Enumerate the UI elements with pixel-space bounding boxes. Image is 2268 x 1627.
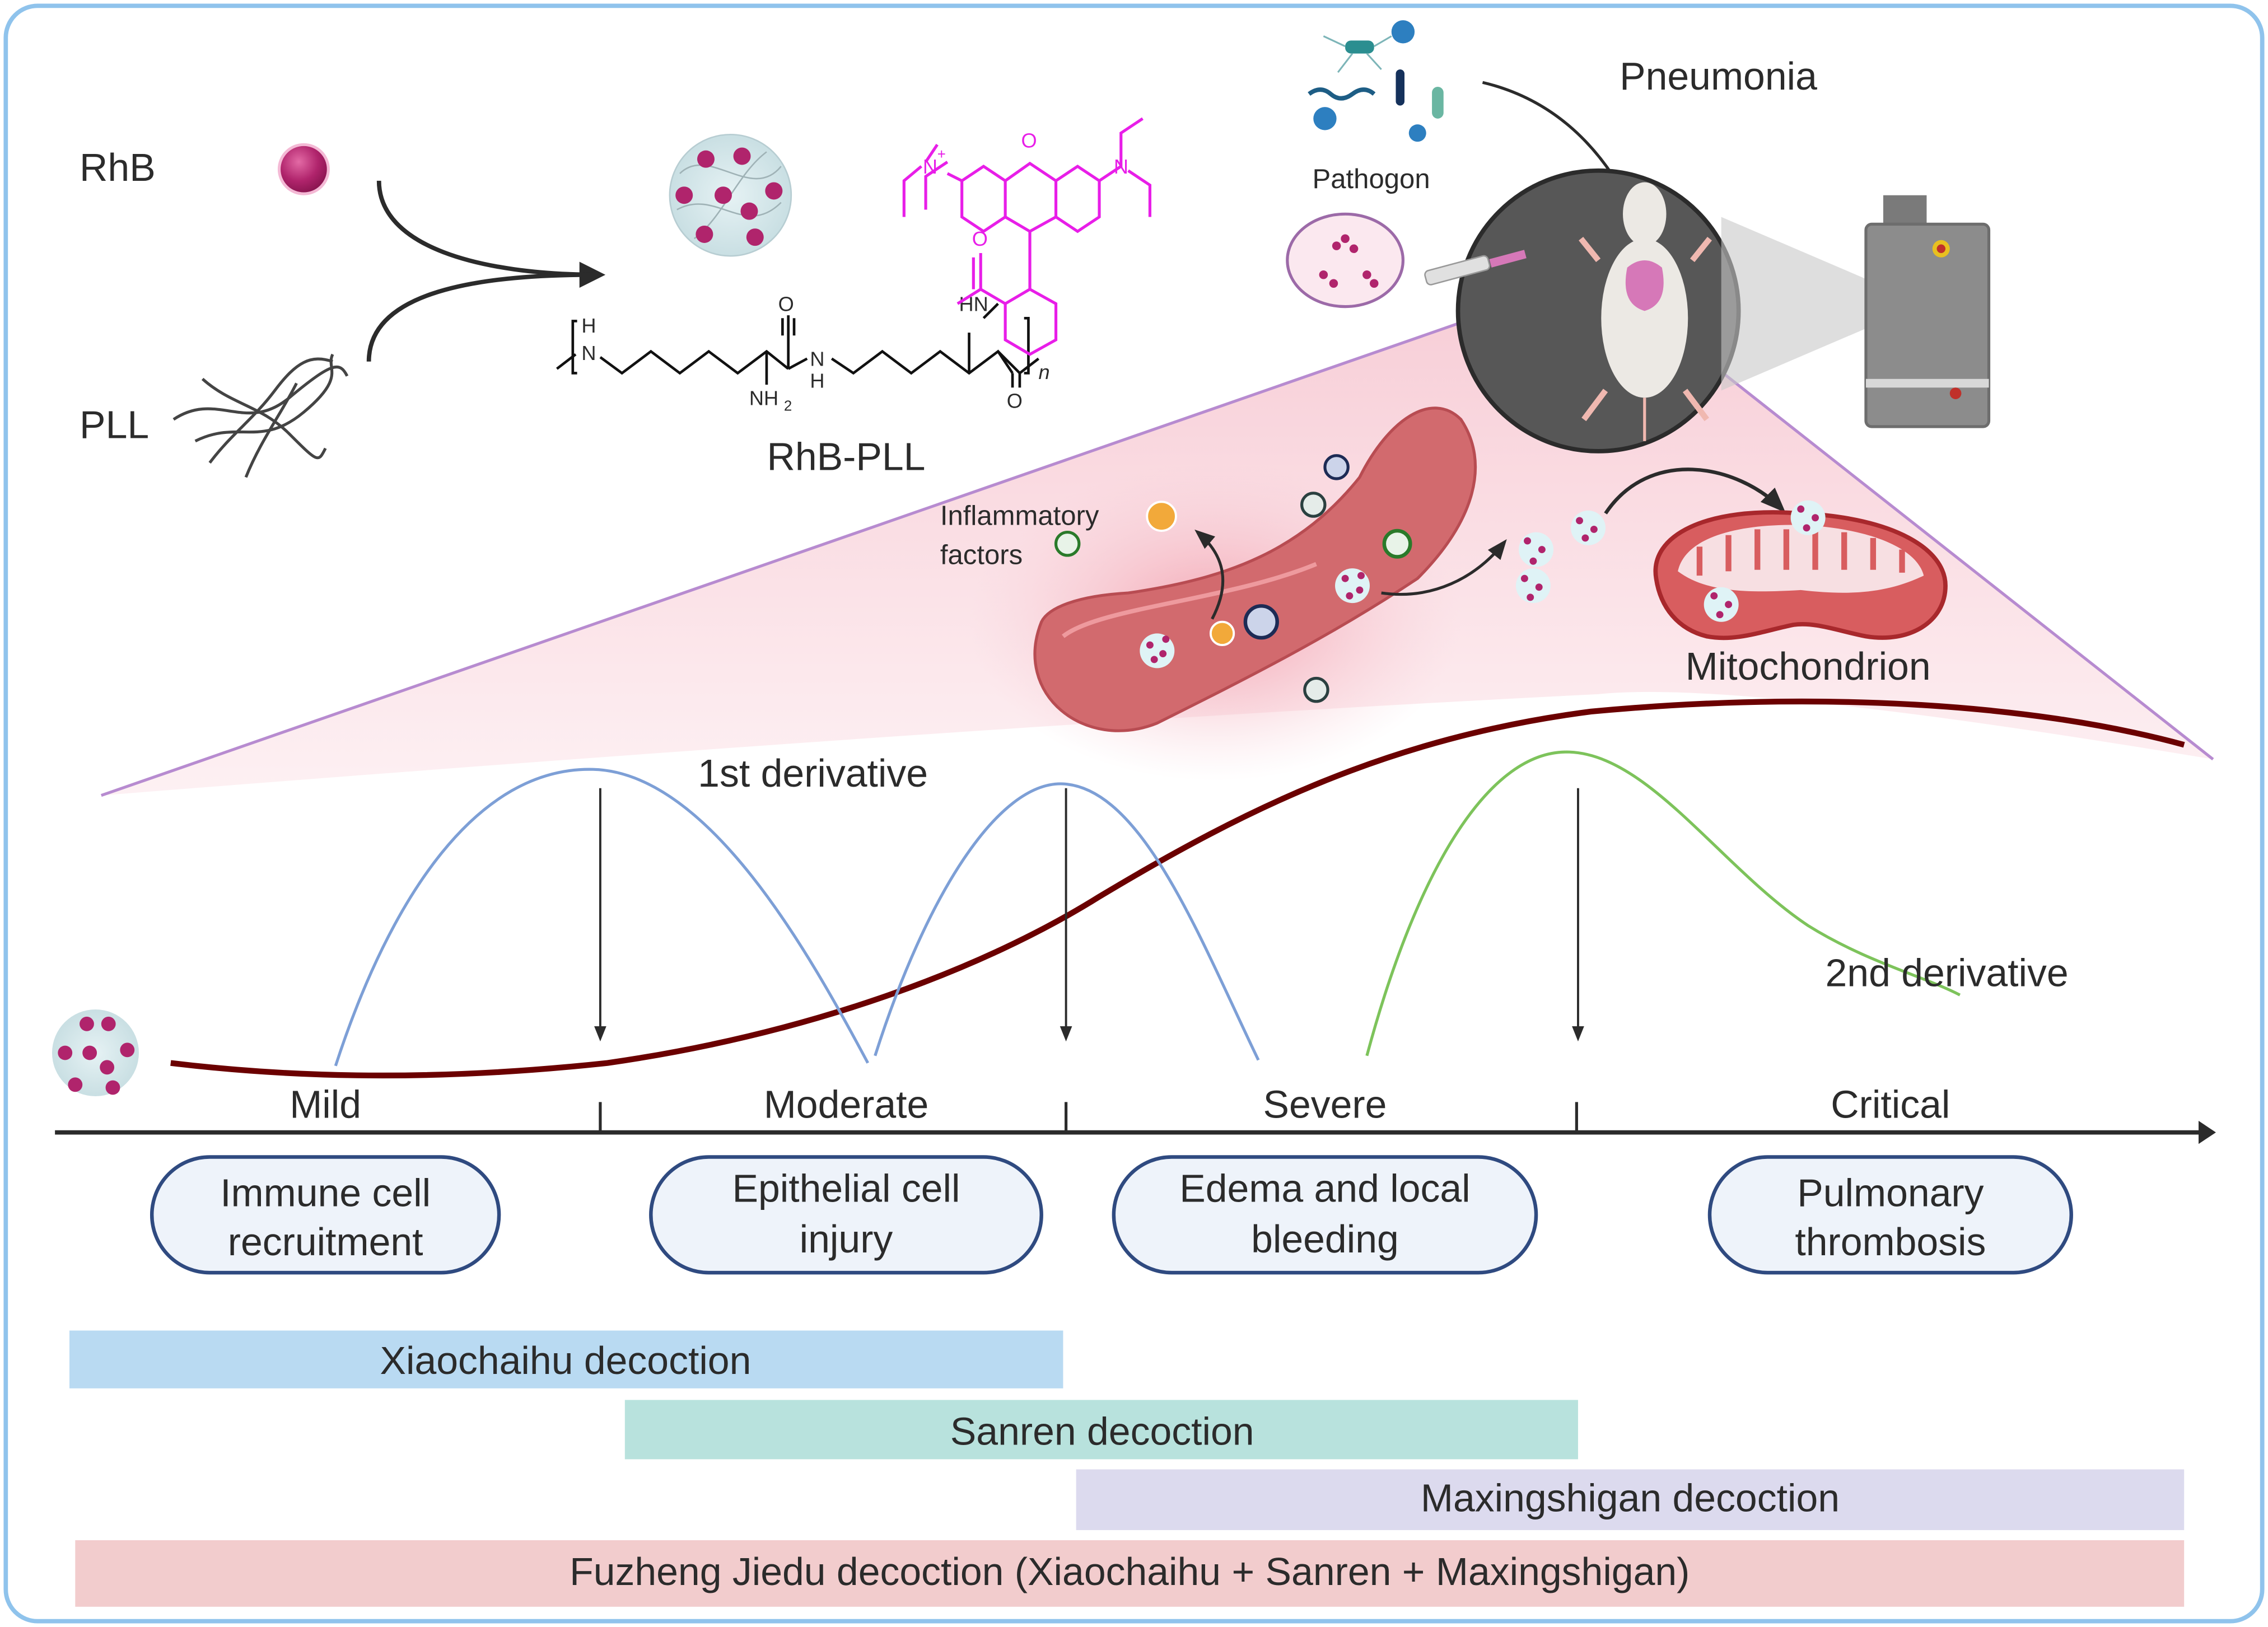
svg-text:Xiaochaihu decoction: Xiaochaihu decoction: [380, 1339, 751, 1382]
mouse-icon: [1579, 182, 1712, 441]
rhodamine-structure: [902, 117, 1151, 356]
inflammatory-label-line2: factors: [940, 540, 1023, 570]
mitochondrion-icon: [1653, 500, 1948, 640]
probe-in-vessel: [1140, 568, 1370, 668]
rhodamine-labels: N + O N O: [923, 129, 1128, 250]
immune-cell-icon: [1300, 492, 1327, 518]
event-box-pulmonary-thrombosis: Pulmonary thrombosis: [1707, 1155, 2073, 1275]
immune-cell-icon: [1243, 604, 1279, 640]
mouse-model: Pathogon Pneumonia: [1286, 20, 1991, 453]
synthesis-section: RhB PLL: [80, 117, 1151, 479]
svg-text:Pulmonary: Pulmonary: [1797, 1171, 1984, 1214]
immune-cell-icon: [1303, 676, 1329, 703]
pll-label: PLL: [80, 403, 149, 447]
svg-text:O: O: [1021, 129, 1037, 152]
svg-text:O: O: [778, 292, 794, 315]
stage-label-mild: Mild: [290, 1083, 361, 1126]
svg-text:+: +: [937, 147, 946, 162]
stage-label-critical: Critical: [1831, 1083, 1950, 1126]
pneumonia-label: Pneumonia: [1620, 54, 1817, 98]
imaging-device-icon: [1864, 195, 1991, 428]
svg-text:Epithelial cell: Epithelial cell: [732, 1167, 960, 1210]
treatment-bar-sanren: Sanren decoction: [624, 1400, 1578, 1460]
pathogen-label: Pathogon: [1313, 164, 1430, 194]
stage-label-severe: Severe: [1263, 1083, 1387, 1126]
fluorescence-signal-curve: [170, 698, 2185, 1079]
timeline-arrowhead: [2199, 1120, 2216, 1144]
probe-start-icon: [52, 1009, 139, 1096]
second-derivative-curve: [1365, 750, 1961, 1056]
first-derivative-label: 1st derivative: [698, 751, 928, 795]
probe-cluster: [1515, 510, 1606, 604]
pathology-events: Immune cell recruitment Epithelial cell …: [150, 1155, 2073, 1275]
svg-text:N: N: [810, 348, 824, 371]
svg-text:O: O: [1007, 389, 1023, 412]
merge-arrow-top: [376, 180, 606, 288]
svg-text:NH: NH: [749, 386, 778, 409]
svg-text:H: H: [810, 369, 824, 392]
svg-text:recruitment: recruitment: [228, 1220, 423, 1264]
probe-syringe-icon: [1286, 212, 1527, 308]
signal-curves: 1st derivative 2nd derivative: [52, 698, 2185, 1096]
svg-text:O: O: [972, 227, 988, 250]
immune-cell-icon: [1323, 454, 1350, 480]
svg-text:bleeding: bleeding: [1251, 1217, 1399, 1261]
first-derivative-curve-2: [874, 782, 1260, 1061]
rhb-pll-structure: [556, 302, 1039, 388]
treatment-bar-maxingshigan: Maxingshigan decoction: [1076, 1469, 2185, 1530]
immune-cell-icon: [1382, 529, 1412, 559]
treatment-bars: Xiaochaihu decoction Sanren decoction Ma…: [69, 1330, 2185, 1607]
treatment-bar-xiaochaihu: Xiaochaihu decoction: [69, 1330, 1063, 1388]
event-box-epithelial-cell-injury: Epithelial cell injury: [649, 1155, 1043, 1275]
svg-text:HN: HN: [959, 292, 988, 315]
release-arrow: [1194, 529, 1225, 620]
rhb-dye-icon: [277, 143, 330, 195]
svg-text:N: N: [923, 155, 937, 178]
disease-timeline: Mild Moderate Severe Critical: [55, 1083, 2216, 1144]
immune-cell-icon: [1054, 531, 1081, 557]
svg-text:Sanren decoction: Sanren decoction: [950, 1410, 1254, 1453]
pll-polymer-icon: [172, 353, 349, 478]
svg-text:n: n: [1039, 361, 1050, 384]
inflammatory-factor-icon: [1146, 501, 1177, 532]
mechanism-scene: Inflammatory factors Mitochondrion: [940, 406, 1948, 781]
svg-text:Maxingshigan decoction: Maxingshigan decoction: [1421, 1476, 1840, 1520]
svg-text:Edema and local: Edema and local: [1179, 1167, 1470, 1210]
rhb-pll-label: RhB-PLL: [767, 435, 926, 479]
mitochondrion-label: Mitochondrion: [1686, 644, 1931, 688]
pathogen-icon: [1308, 20, 1444, 142]
event-box-immune-cell-recruitment: Immune cell recruitment: [150, 1155, 501, 1275]
imaging-beam: [1721, 217, 1924, 391]
svg-text:2: 2: [784, 399, 792, 414]
exit-arrow: [1381, 539, 1507, 596]
rhb-pll-nanoparticle-icon: [669, 133, 792, 257]
first-derivative-curve-1: [334, 768, 870, 1067]
svg-text:H: H: [581, 314, 596, 337]
svg-text:N: N: [1114, 155, 1128, 178]
mitochondria-target-arrow: [1604, 467, 1786, 515]
svg-text:injury: injury: [800, 1217, 893, 1261]
rhb-pll-structure-labels: H N O NH 2 N H HN O n: [581, 292, 1049, 414]
event-box-edema-and-local-bleeding: Edema and local bleeding: [1112, 1155, 1538, 1275]
svg-text:Fuzheng Jiedu decoction (Xiaoc: Fuzheng Jiedu decoction (Xiaochaihu + Sa…: [570, 1550, 1690, 1593]
svg-text:N: N: [581, 342, 596, 364]
merge-arrow-bottom: [366, 272, 593, 362]
treatment-bar-fuzheng-jiedu: Fuzheng Jiedu decoction (Xiaochaihu + Sa…: [75, 1540, 2185, 1607]
rhb-label: RhB: [80, 146, 156, 189]
second-derivative-label: 2nd derivative: [1826, 951, 2069, 995]
svg-text:Immune cell: Immune cell: [220, 1171, 431, 1214]
stage-label-moderate: Moderate: [764, 1083, 929, 1126]
svg-text:thrombosis: thrombosis: [1795, 1220, 1986, 1264]
inflammatory-factor-icon: [1209, 620, 1235, 647]
inflammatory-label-line1: Inflammatory: [940, 501, 1099, 531]
